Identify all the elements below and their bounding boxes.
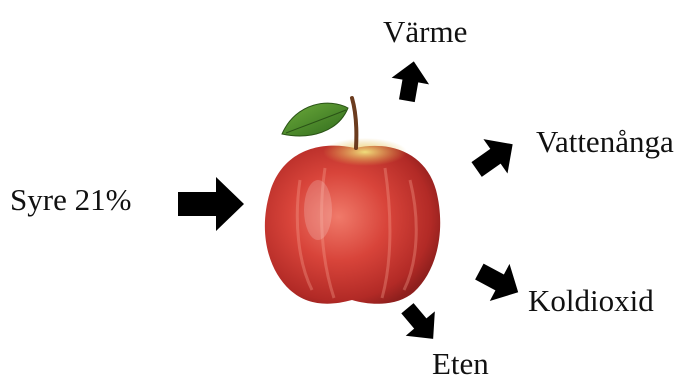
input-label: Syre 21% <box>10 184 131 215</box>
apple-illustration <box>265 98 440 304</box>
output-arrow-vapor-icon <box>465 127 525 187</box>
output-label-ethylene: Eten <box>432 348 489 379</box>
output-arrow-co2-icon <box>469 253 528 311</box>
output-label-co2: Koldioxid <box>528 285 654 316</box>
output-label-heat: Värme <box>383 16 467 47</box>
output-label-vapor: Vattenånga <box>536 126 674 157</box>
output-arrow-heat-icon <box>388 58 432 104</box>
input-arrow-icon <box>178 177 244 231</box>
output-arrow-ethylene-icon <box>393 296 448 351</box>
